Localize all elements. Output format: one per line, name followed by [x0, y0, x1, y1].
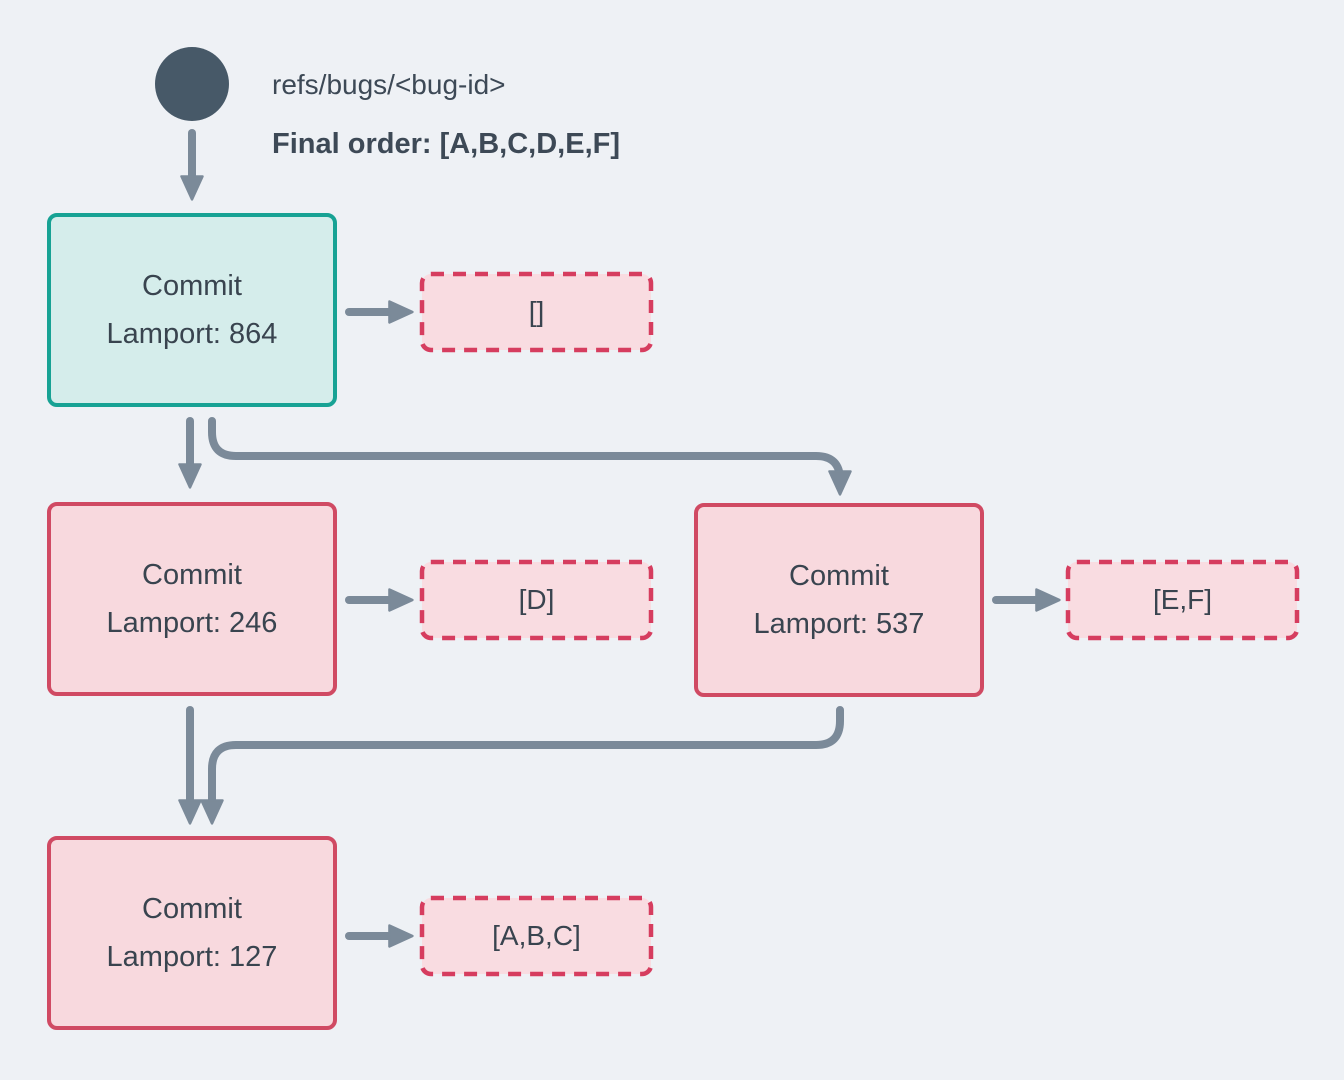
- payload-box-abc: [419, 895, 654, 977]
- edge-commit-537-to-commit-127: [200, 706, 844, 825]
- payload-label-abc: [A,B,C]: [492, 920, 581, 951]
- commit-title: Commit: [142, 893, 242, 925]
- payload-label-d: [D]: [518, 584, 555, 615]
- commit-lamport: Lamport: 246: [106, 607, 278, 639]
- commit-title: Commit: [142, 559, 242, 591]
- edge-commit-864-to-commit-537: [208, 417, 852, 496]
- commit-lamport: Lamport: 127: [106, 941, 278, 973]
- commit-lamport: Lamport: 537: [753, 608, 925, 640]
- ref-label: refs/bugs/<bug-id>: [272, 69, 506, 100]
- payload-box-empty: [419, 271, 654, 353]
- commit-node-246: Commit Lamport: 246: [47, 502, 337, 696]
- payload-label-ef: [E,F]: [1152, 584, 1213, 615]
- commit-title: Commit: [142, 270, 242, 302]
- payload-label-empty: []: [528, 296, 545, 327]
- commit-lamport: Lamport: 864: [106, 318, 278, 350]
- final-order-label: Final order: [A,B,C,D,E,F]: [272, 128, 620, 160]
- commit-title: Commit: [789, 560, 889, 592]
- payload-box-ef: [1065, 559, 1300, 641]
- payload-box-d: [419, 559, 654, 641]
- commit-node-864: Commit Lamport: 864: [47, 213, 337, 407]
- commit-node-537: Commit Lamport: 537: [694, 503, 984, 697]
- ref-head-node: [155, 47, 229, 121]
- commit-node-127: Commit Lamport: 127: [47, 836, 337, 1030]
